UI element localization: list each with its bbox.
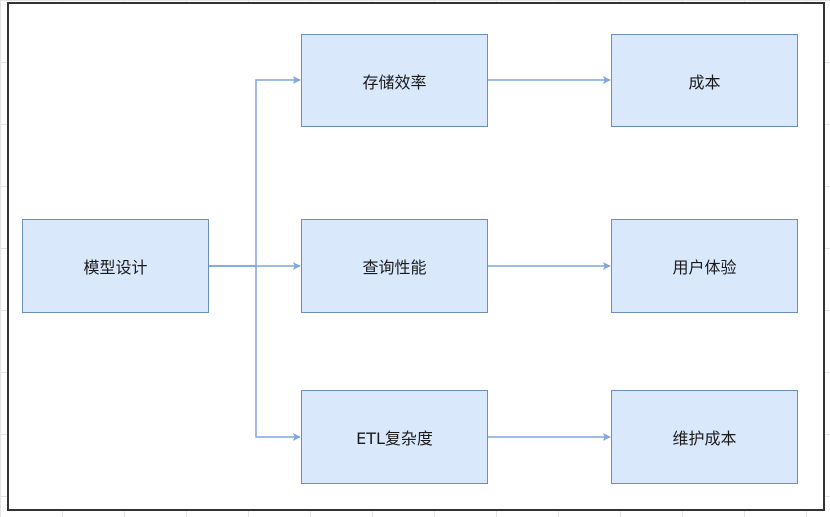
- node-model-design[interactable]: 模型设计: [22, 219, 209, 313]
- node-label: ETL复杂度: [356, 429, 433, 448]
- edge-model-to-storage: [209, 76, 301, 267]
- node-label: 成本: [688, 72, 721, 92]
- node-storage-efficiency[interactable]: 存储效率: [301, 34, 488, 127]
- node-label: 存储效率: [362, 72, 427, 92]
- edge-model-to-etl: [209, 265, 301, 441]
- node-label: 模型设计: [83, 258, 148, 277]
- node-maintenance-cost[interactable]: 维护成本: [611, 390, 798, 484]
- node-etl-complexity[interactable]: ETL复杂度: [301, 390, 488, 484]
- node-label: 用户体验: [672, 258, 737, 277]
- node-label: 维护成本: [672, 429, 737, 448]
- node-user-experience[interactable]: 用户体验: [611, 219, 798, 313]
- node-label: 查询性能: [362, 258, 427, 277]
- node-query-performance[interactable]: 查询性能: [301, 219, 488, 313]
- node-cost[interactable]: 成本: [611, 34, 798, 127]
